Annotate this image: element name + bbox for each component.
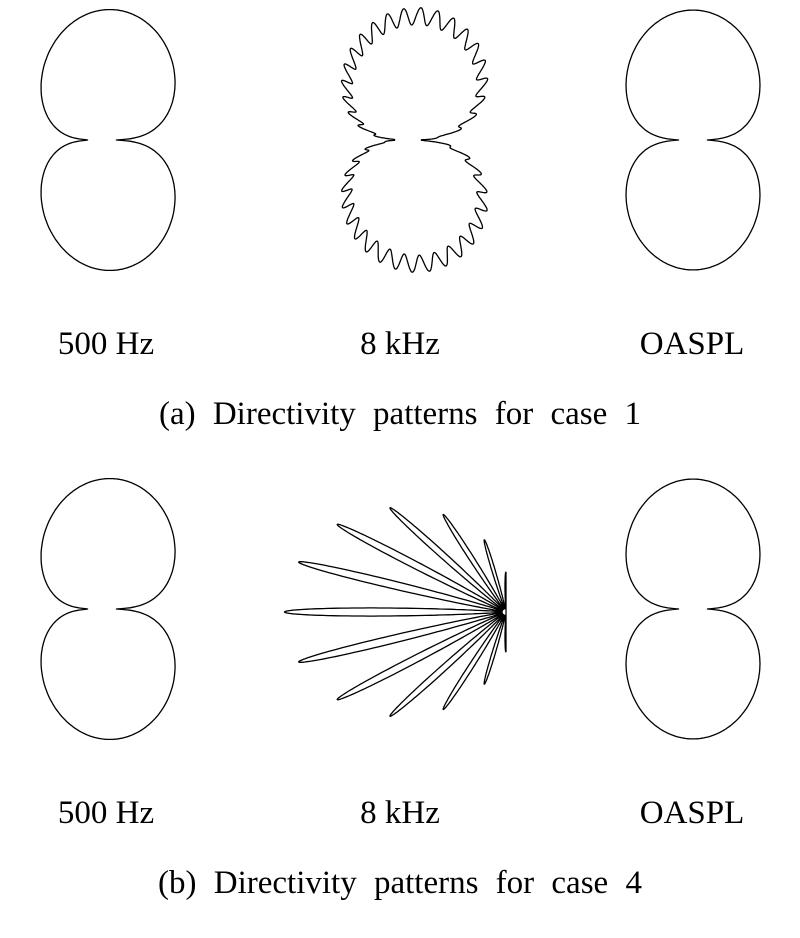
- pattern-8khz-case-1: [340, 7, 489, 273]
- label-8khz: 8 kHz: [360, 795, 440, 831]
- pattern-oaspl-case-1: [625, 9, 761, 271]
- pattern-500hz-case-4: [40, 477, 176, 741]
- caption-case-4: (b) Directivity patterns for case 4: [158, 865, 642, 901]
- panel-case-4: 500 Hz 8 kHz OASPL (b) Directivity patte…: [0, 469, 800, 938]
- label-oaspl: OASPL: [639, 326, 745, 362]
- label-oaspl: OASPL: [639, 795, 745, 831]
- pattern-oaspl-case-4: [625, 478, 761, 740]
- panel-case-1: 500 Hz 8 kHz OASPL (a) Directivity patte…: [40, 7, 761, 432]
- label-500hz: 500 Hz: [57, 326, 155, 362]
- directivity-plots-case-4: [40, 477, 761, 741]
- label-500hz: 500 Hz: [57, 795, 155, 831]
- directivity-plots-case-1: [40, 7, 761, 273]
- pattern-8khz-case-4: [283, 507, 507, 717]
- pattern-500hz-case-1: [40, 8, 176, 272]
- label-8khz: 8 kHz: [360, 326, 440, 362]
- caption-case-1: (a) Directivity patterns for case 1: [158, 396, 642, 432]
